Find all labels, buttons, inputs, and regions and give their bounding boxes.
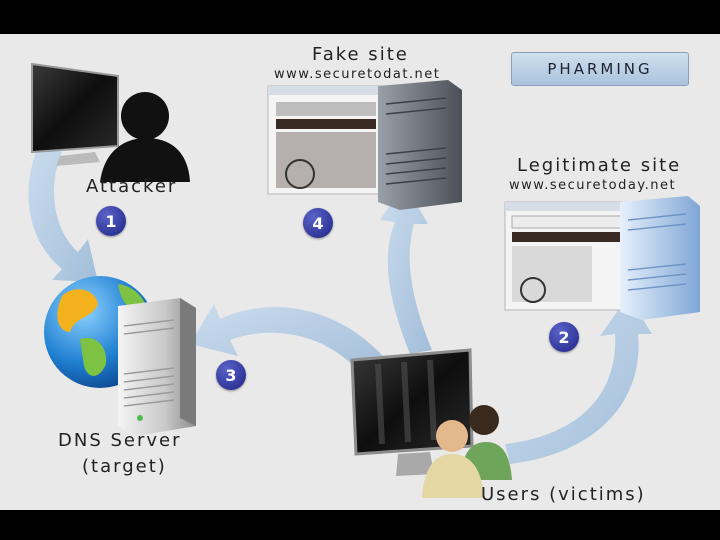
diagram-graphics: [28, 62, 700, 498]
flow-arrows: [28, 144, 652, 464]
step-3-badge: 3: [216, 360, 246, 390]
users-icon: [422, 405, 512, 498]
arrow-2-users-to-legit: [505, 296, 652, 464]
fake-site-title: Fake site: [312, 44, 409, 65]
dns-server-icon: [118, 298, 196, 436]
legit-site-url: www.securetoday.net: [509, 178, 677, 193]
legit-site-title: Legitimate site: [517, 155, 682, 176]
pharming-title-badge: PHARMING: [511, 52, 689, 86]
attacker-label: Attacker: [86, 176, 178, 197]
arrow-1-attacker-to-dns: [28, 144, 98, 282]
diagram-stage: PHARMING Attacker Fake site www.secureto…: [0, 34, 720, 510]
dns-server-label: DNS Server: [58, 430, 182, 451]
legit-site-browser-icon: [504, 201, 634, 311]
arrow-4-users-to-fake: [380, 184, 432, 354]
attacker-monitor-icon: [31, 62, 119, 166]
fake-site-server-icon: [378, 80, 462, 210]
arrow-3-users-to-dns: [190, 304, 390, 376]
attacker-person-icon: [100, 92, 190, 182]
dns-target-label: (target): [82, 456, 167, 477]
fake-site-url: www.securetodat.net: [274, 67, 441, 82]
users-label: Users (victims): [481, 484, 646, 505]
step-4-badge: 4: [303, 208, 333, 238]
step-2-badge: 2: [549, 322, 579, 352]
step-1-badge: 1: [96, 206, 126, 236]
legit-site-server-icon: [620, 196, 700, 320]
fake-site-browser-icon: [267, 85, 387, 195]
